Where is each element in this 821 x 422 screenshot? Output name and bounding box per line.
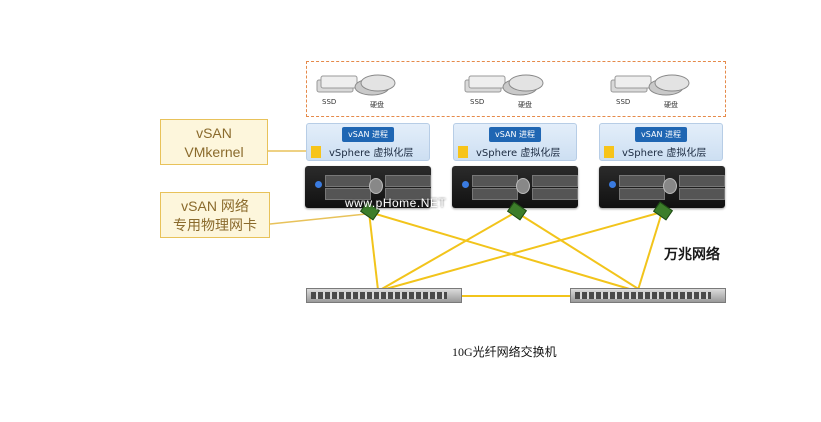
disks-host-2	[464, 74, 544, 96]
cable-h1-s1	[368, 211, 379, 291]
switch-ports	[311, 292, 447, 299]
watermark: www.pHome.NET	[345, 196, 447, 210]
disks-host-3	[610, 74, 690, 96]
vmkernel-callout-line1: vSAN	[196, 125, 232, 141]
ssd-label: SSD	[470, 98, 485, 106]
server-knob-icon	[663, 178, 677, 194]
server-host-1	[305, 166, 431, 208]
vmkernel-callout: vSAN VMkernel	[160, 119, 268, 165]
power-led-icon	[609, 181, 616, 188]
server-knob-icon	[516, 178, 530, 194]
network-switch-2	[570, 288, 726, 303]
drive-bay	[679, 188, 725, 200]
drive-bay	[385, 175, 431, 187]
server-host-2	[452, 166, 578, 208]
virtualization-layer-label: vSphere 虚拟化层	[622, 148, 707, 159]
nic-callout-line1: vSAN 网络	[181, 198, 249, 214]
vsphere-layer-host-2: vSAN 进程 vSphere 虚拟化层	[453, 123, 577, 161]
drive-bay	[619, 175, 665, 187]
nic-connector	[269, 213, 367, 225]
drive-bay	[532, 175, 578, 187]
cables	[368, 211, 663, 297]
drive-bay	[385, 188, 431, 200]
disks-host-1	[316, 74, 396, 96]
vsan-process-badge: vSAN 进程	[635, 127, 687, 142]
virtualization-layer-label: vSphere 虚拟化层	[329, 148, 414, 159]
drive-bay	[325, 188, 371, 200]
nic-callout: vSAN 网络 专用物理网卡	[160, 192, 270, 238]
network-switch-1	[306, 288, 462, 303]
drive-bay	[532, 188, 578, 200]
server-host-3	[599, 166, 725, 208]
cable-h2-s1	[379, 211, 517, 291]
cable-h1-s2	[368, 211, 634, 291]
power-led-icon	[462, 181, 469, 188]
ssd-label: SSD	[322, 98, 337, 106]
vsan-process-badge: vSAN 进程	[489, 127, 541, 142]
drive-bay	[679, 175, 725, 187]
storage-group	[306, 61, 726, 117]
drive-bay	[325, 175, 371, 187]
vsphere-layer-host-3: vSAN 进程 vSphere 虚拟化层	[599, 123, 723, 161]
cable-h3-s1	[381, 211, 663, 291]
vmkernel-port-icon	[311, 146, 321, 158]
vsphere-layer-host-1: vSAN 进程 vSphere 虚拟化层	[306, 123, 430, 161]
vsan-process-badge: vSAN 进程	[342, 127, 394, 142]
drive-bay	[619, 188, 665, 200]
ssd-label: SSD	[616, 98, 631, 106]
vmkernel-port-icon	[458, 146, 468, 158]
vmkernel-callout-line2: VMkernel	[184, 144, 244, 160]
network-label: 万兆网络	[664, 246, 720, 262]
server-knob-icon	[369, 178, 383, 194]
drive-bay	[472, 188, 518, 200]
cable-h2-s2	[515, 211, 641, 291]
hdd-label: 硬盘	[370, 101, 384, 109]
switch-caption: 10G光纤网络交换机	[452, 345, 557, 359]
switch-ports	[575, 292, 711, 299]
power-led-icon	[315, 181, 322, 188]
hdd-label: 硬盘	[664, 101, 678, 109]
virtualization-layer-label: vSphere 虚拟化层	[476, 148, 561, 159]
cable-h3-s2	[637, 211, 663, 291]
hdd-label: 硬盘	[518, 101, 532, 109]
drive-bay	[472, 175, 518, 187]
nic-callout-line2: 专用物理网卡	[173, 217, 257, 233]
vmkernel-port-icon	[604, 146, 614, 158]
